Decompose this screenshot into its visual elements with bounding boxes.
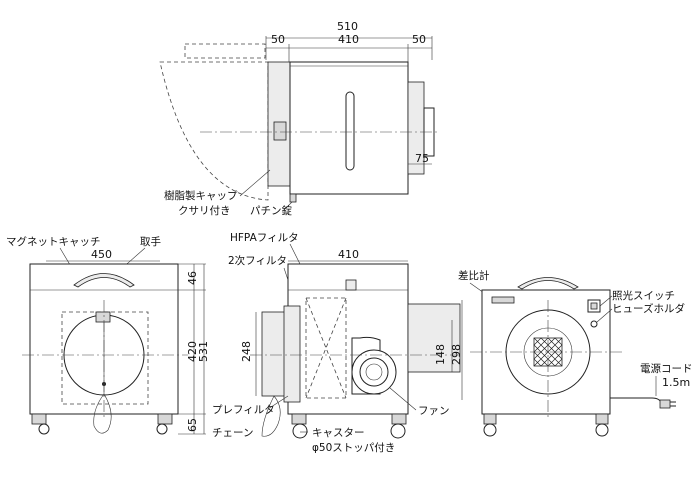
top-view: 510 50 410 50 75 樹脂製キャップ クサリ付き パチン錠 <box>159 20 440 217</box>
rear-caster-left <box>483 423 497 437</box>
side-caster-left <box>292 423 308 439</box>
dim-510: 510 <box>337 20 358 33</box>
dim-148: 148 <box>434 344 447 365</box>
label-power-cord: 電源コード <box>640 362 693 375</box>
dim-410-top: 410 <box>338 33 359 46</box>
side-view: HFPAフィルタ 2次フィルタ 410 248 148 298 <box>212 232 463 454</box>
dim-420: 420 <box>186 341 199 362</box>
dim-cord-length: 1.5m <box>662 376 690 389</box>
resin-cap <box>273 121 287 141</box>
label-fan: ファン <box>418 405 450 417</box>
front-caster-right <box>156 423 168 435</box>
label-light-switch: 照光スイッチ <box>612 289 675 302</box>
power-cord <box>610 397 663 405</box>
rear-handle <box>517 277 579 290</box>
front-handle <box>73 273 135 288</box>
label-secondary-filter: 2次フィルタ <box>228 254 287 267</box>
dim-450: 450 <box>91 248 112 261</box>
label-manometer: 差比計 <box>458 269 490 282</box>
label-stopper: φ50ストッパ付き <box>312 441 395 454</box>
side-outlet <box>407 303 461 373</box>
side-caster-right <box>390 423 406 439</box>
dim-248: 248 <box>240 341 253 362</box>
label-pre-filter: プレフィルタ <box>212 404 275 416</box>
magnet-catch <box>95 311 111 323</box>
label-chain: チェーン <box>212 427 253 439</box>
label-resin-cap: 樹脂製キャップ <box>164 189 238 202</box>
dim-50-left: 50 <box>271 33 285 46</box>
label-hepa-filter: HFPAフィルタ <box>230 232 299 244</box>
label-latch: パチン錠 <box>250 204 292 217</box>
door-swing-outline <box>159 61 269 201</box>
dim-50-right: 50 <box>412 33 426 46</box>
label-fuse-holder: ヒューズホルダ <box>612 302 685 315</box>
dim-531: 531 <box>197 341 210 362</box>
fuse-holder <box>590 320 598 328</box>
rear-view: 差比計 照光スイッチ ヒューズホルダ 電源コード 1.5m <box>458 269 693 437</box>
label-caster: キャスター <box>312 427 365 439</box>
front-view: マグネットキャッチ 取手 450 46 420 <box>6 235 210 435</box>
front-caster-left <box>38 423 50 435</box>
label-with-chain: クサリ付き <box>178 204 231 217</box>
dim-298: 298 <box>450 344 463 365</box>
dim-410-side: 410 <box>338 248 359 261</box>
rear-caster-right <box>595 423 609 437</box>
dim-65: 65 <box>186 418 199 432</box>
top-handle-slot <box>345 91 355 171</box>
latch <box>289 193 297 203</box>
manometer <box>491 296 515 304</box>
dim-46: 46 <box>186 271 199 285</box>
power-plug <box>659 399 671 409</box>
label-handle: 取手 <box>140 235 161 248</box>
label-magnet-catch: マグネットキャッチ <box>6 235 101 248</box>
dim-75: 75 <box>415 152 429 165</box>
